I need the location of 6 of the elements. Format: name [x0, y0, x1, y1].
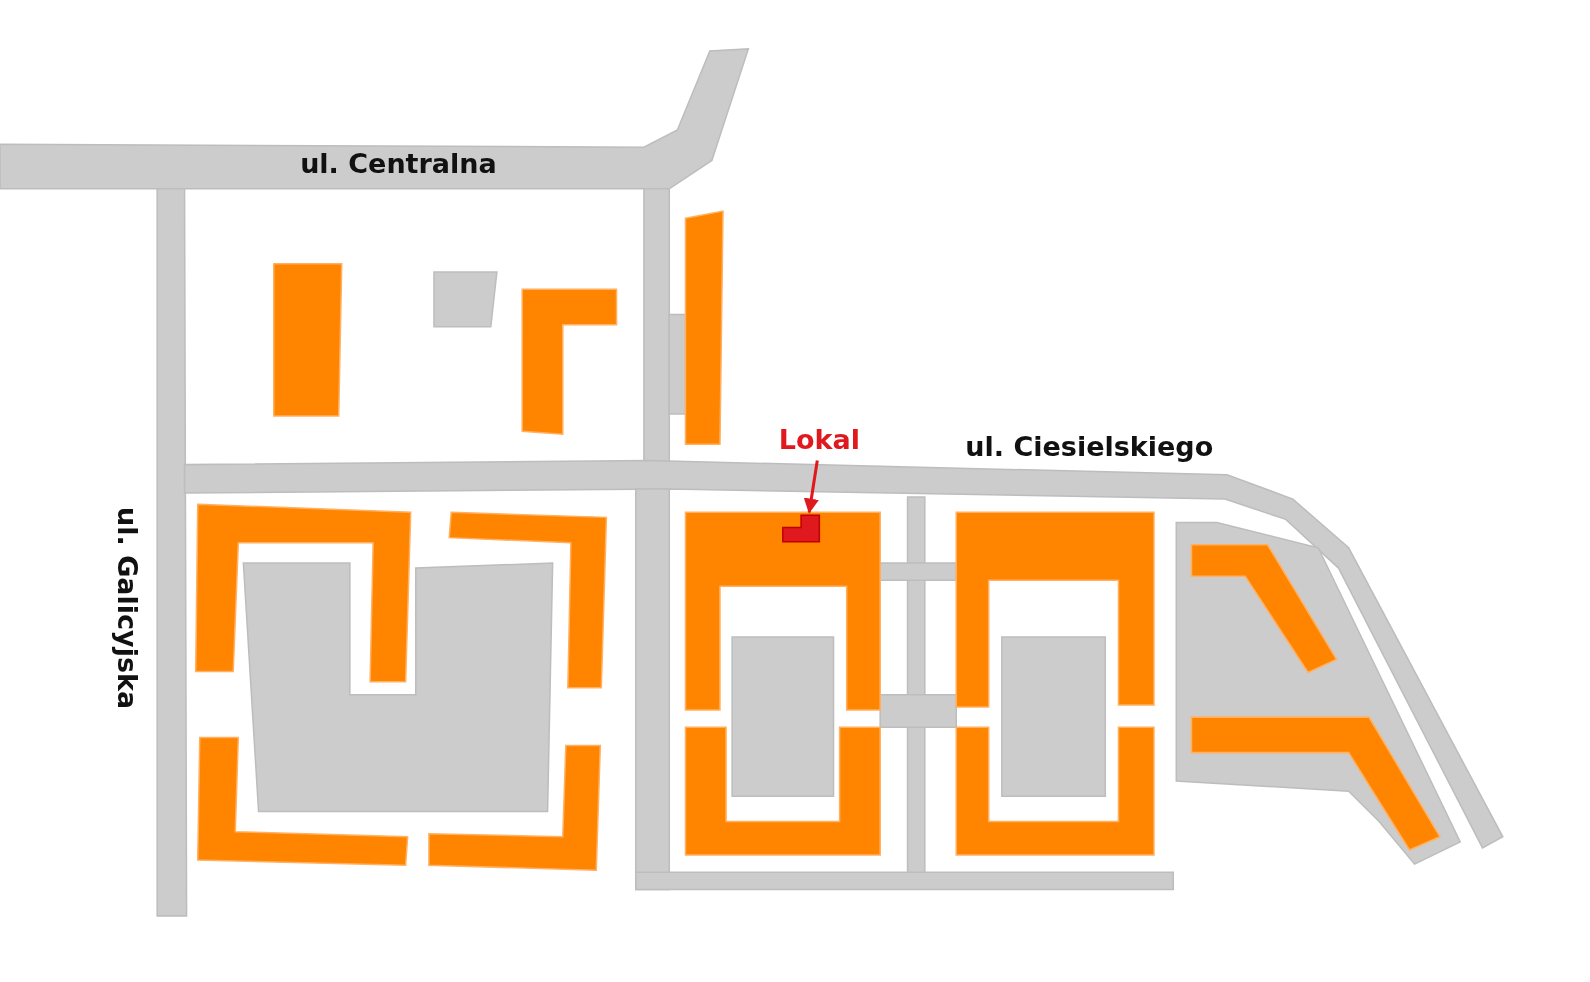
unit-marker — [782, 514, 821, 543]
unit-label: Lokal — [778, 425, 860, 453]
street-name: ul. Galicyjska — [113, 507, 141, 710]
street-name: ul. Ciesielskiego — [965, 433, 1214, 460]
leader-line — [803, 460, 819, 514]
street-name: ul. Centralna — [300, 150, 497, 178]
